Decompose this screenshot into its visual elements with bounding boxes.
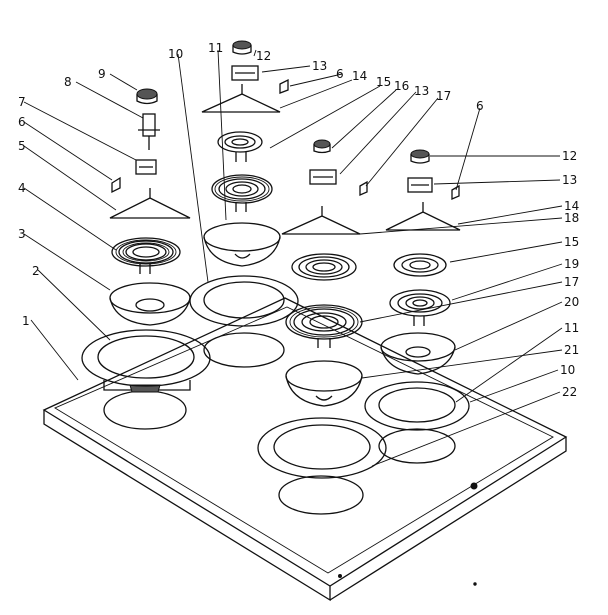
callout-15: 15 bbox=[376, 75, 391, 89]
trim-ring-right-rear bbox=[364, 381, 470, 431]
clip-left bbox=[111, 176, 121, 194]
cap-left-rear bbox=[232, 40, 252, 55]
receptacle-left-front bbox=[135, 159, 157, 175]
callout-11-b: 11 bbox=[564, 321, 579, 335]
element-bracket-left bbox=[103, 380, 191, 393]
callout-18: 18 bbox=[564, 211, 579, 225]
callout-11: 11 bbox=[208, 41, 223, 55]
drip-bowl-left-front bbox=[109, 282, 191, 326]
surface-element-left-rear-large bbox=[211, 174, 273, 212]
callout-6: 6 bbox=[18, 115, 26, 129]
callout-8: 8 bbox=[64, 75, 72, 89]
cap-right-front bbox=[313, 139, 331, 154]
callout-14: 14 bbox=[352, 69, 367, 83]
callout-5: 5 bbox=[18, 139, 26, 153]
callout-4: 4 bbox=[18, 181, 26, 195]
callout-17: 17 bbox=[436, 89, 451, 103]
callout-12-b: 12 bbox=[562, 149, 577, 163]
surface-element-right-front bbox=[285, 304, 363, 348]
leader-lines bbox=[23, 49, 563, 467]
callout-6-b: 6 bbox=[336, 67, 344, 81]
callout-13-b: 13 bbox=[414, 84, 429, 98]
callout-15-b: 15 bbox=[564, 235, 579, 249]
element-support-left-rear bbox=[201, 84, 281, 113]
surface-element-left-rear bbox=[217, 131, 263, 162]
cap-right-rear bbox=[410, 149, 430, 164]
drip-bowl-right-front bbox=[285, 360, 363, 407]
element-support-right-rear bbox=[385, 202, 461, 231]
receptacle-right-front bbox=[309, 169, 337, 185]
panel-cutout-left-rear bbox=[203, 332, 285, 368]
callout-22: 22 bbox=[562, 385, 577, 399]
sensor-cap bbox=[136, 88, 158, 105]
surface-element-left-front bbox=[111, 237, 181, 274]
receptacle-right-rear bbox=[407, 177, 433, 193]
sensor-probe bbox=[138, 113, 160, 150]
callout-12: 12 bbox=[256, 49, 271, 63]
element-support-right-front bbox=[281, 206, 361, 235]
trim-ring-right-front bbox=[257, 417, 387, 479]
drip-bowl-right-rear bbox=[380, 332, 456, 375]
callout-6-c: 6 bbox=[476, 99, 484, 113]
callout-7: 7 bbox=[18, 95, 26, 109]
panel-cutout-right-rear bbox=[378, 428, 456, 464]
clip-right-front bbox=[359, 180, 368, 196]
trim-ring-left-front bbox=[81, 329, 211, 387]
callout-19: 19 bbox=[564, 257, 579, 271]
callout-9: 9 bbox=[98, 67, 106, 81]
drip-bowl-left-rear bbox=[203, 222, 281, 267]
cooktop-panel bbox=[42, 297, 568, 602]
callout-1: 1 bbox=[22, 314, 30, 328]
callout-10: 10 bbox=[168, 47, 183, 61]
receptacle-left-rear bbox=[231, 65, 259, 81]
callout-16: 16 bbox=[394, 79, 409, 93]
panel-cutout-right-front bbox=[278, 475, 364, 515]
surface-element-right-rear bbox=[389, 289, 451, 326]
callout-21: 21 bbox=[564, 343, 579, 357]
callout-2: 2 bbox=[32, 264, 40, 278]
trim-ring-left-rear bbox=[189, 275, 299, 327]
callout-13-c: 13 bbox=[562, 173, 577, 187]
callout-14-b: 14 bbox=[564, 199, 579, 213]
surface-element-right-rear-upper bbox=[393, 253, 447, 277]
callout-13: 13 bbox=[312, 59, 327, 73]
panel-cutout-left-front bbox=[103, 390, 187, 430]
callout-20: 20 bbox=[564, 295, 579, 309]
clip-right-rear bbox=[451, 184, 460, 200]
callout-labels: 1 2 3 4 5 6 7 8 9 10 11 12 13 6 14 15 16… bbox=[18, 41, 579, 399]
surface-element-right-front-upper bbox=[291, 253, 357, 281]
callout-3: 3 bbox=[18, 227, 26, 241]
clip-left-rear bbox=[279, 78, 289, 94]
element-support-left bbox=[109, 188, 191, 219]
callout-17-b: 17 bbox=[564, 275, 579, 289]
callout-10-b: 10 bbox=[560, 363, 575, 377]
